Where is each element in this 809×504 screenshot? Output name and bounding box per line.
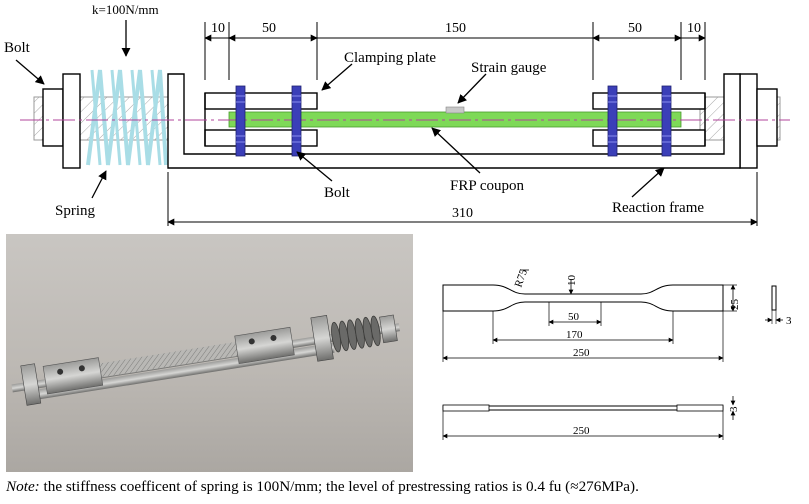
dim-50-right: 50 — [628, 21, 642, 36]
label-strain-gauge: Strain gauge — [471, 60, 547, 76]
label-spring-stiffness: k=100N/mm — [92, 2, 159, 17]
strain-gauge-mark — [445, 106, 465, 114]
right-nut — [756, 88, 778, 147]
bolt-4 — [661, 85, 672, 157]
photo-right-grip — [234, 326, 295, 365]
coupon-thickness-side: 3 — [728, 406, 740, 412]
photo-spring — [331, 315, 381, 353]
coupon-thickness-view — [771, 285, 777, 311]
note-prefix: Note: — [6, 478, 40, 495]
bolt-3 — [607, 85, 618, 157]
label-bolt-bottom: Bolt — [324, 185, 351, 201]
label-frp-coupon: FRP coupon — [450, 178, 525, 194]
photo-left-grip — [42, 357, 104, 395]
top-dimension-lines — [204, 22, 706, 80]
right-end-plate — [739, 73, 758, 169]
leader-arrows — [15, 20, 665, 199]
caption-note: Note: the stiffness coefficent of spring… — [6, 478, 806, 496]
coupon-neck-width: 10 — [566, 275, 578, 287]
coupon-grip-width: 25 — [729, 299, 741, 311]
bolt-1 — [235, 85, 246, 157]
reaction-frame — [167, 73, 741, 169]
bolt-2 — [291, 85, 302, 157]
label-reaction-frame: Reaction frame — [612, 200, 704, 216]
dim-50-left: 50 — [262, 21, 276, 36]
coupon-side-total-length: 250 — [573, 425, 590, 437]
coupon-total-length: 250 — [573, 347, 590, 359]
dim-310: 310 — [452, 206, 473, 221]
specimen-photo — [6, 234, 413, 472]
test-setup-schematic: 10 50 150 50 10 310 Bolt k=100N/mm Sprin… — [4, 2, 790, 226]
left-end-plate — [62, 73, 81, 169]
coupon-geometry-drawing: R75 10 50 170 250 25 3 3 250 — [442, 267, 792, 440]
photo-right-block — [310, 315, 334, 362]
dim-150: 150 — [445, 21, 466, 36]
label-bolt-left: Bolt — [4, 40, 31, 56]
note-text: the stiffness coefficent of spring is 10… — [39, 478, 639, 495]
coupon-gauge-length: 50 — [568, 311, 580, 323]
photo-end-nut — [379, 314, 398, 344]
label-clamping-plate: Clamping plate — [344, 50, 436, 66]
coupon-reduced-length: 170 — [566, 329, 583, 341]
coupon-radius-label: R75 — [513, 267, 531, 289]
coupon-thickness-top: 3 — [786, 315, 792, 327]
label-spring: Spring — [55, 203, 96, 219]
photo-left-block — [20, 363, 42, 406]
total-dimension — [167, 172, 758, 226]
left-nut — [42, 88, 64, 147]
coupon-plan-outline — [442, 284, 724, 312]
spring-coils — [86, 69, 168, 166]
specimen-photo-illustration — [11, 314, 400, 406]
dim-10-right: 10 — [687, 21, 701, 36]
dim-10-left: 10 — [211, 21, 225, 36]
